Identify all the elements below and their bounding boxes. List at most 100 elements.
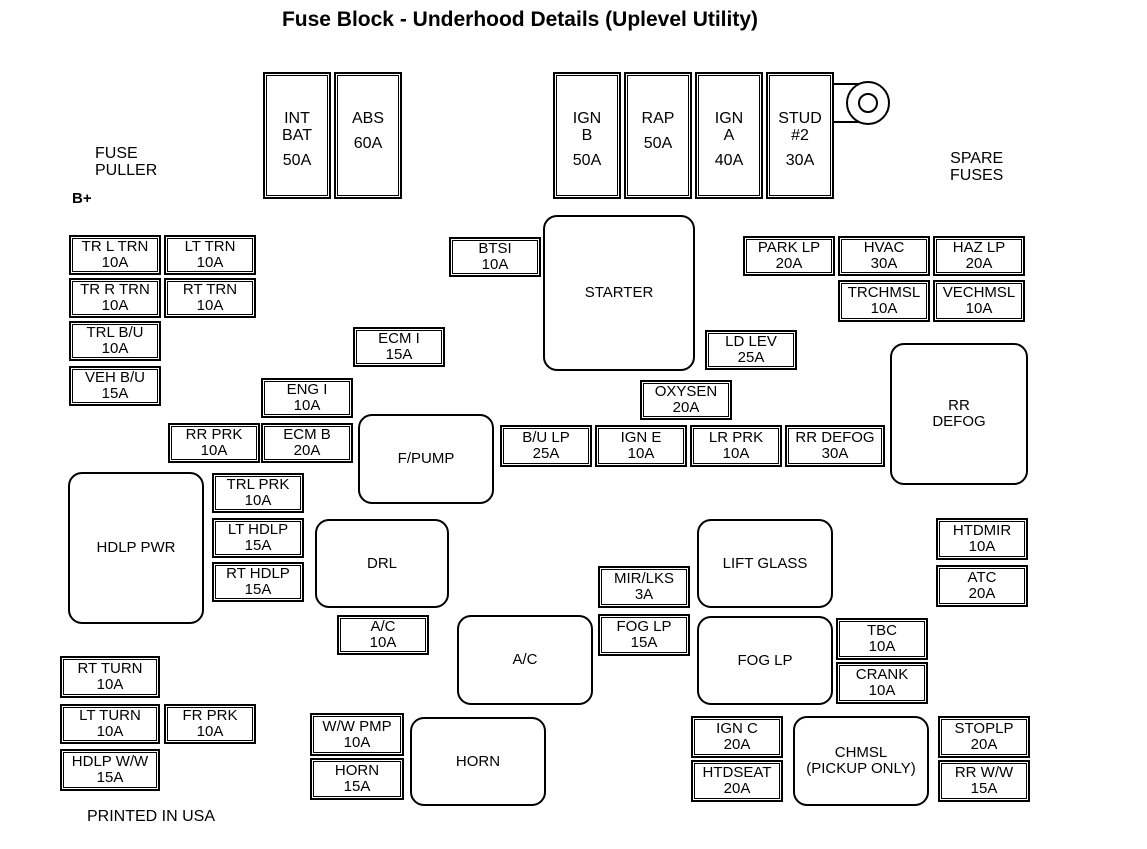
fuse-label: 10A bbox=[196, 723, 224, 740]
fuse-label: 10A bbox=[293, 397, 321, 414]
fuse-label: 15A bbox=[244, 537, 272, 554]
fuse-label: W/W PMP bbox=[322, 717, 392, 735]
fuse-label: 10A bbox=[96, 676, 124, 693]
fuse-label: 10A bbox=[196, 254, 224, 271]
relay-label: FOG LP bbox=[737, 651, 793, 669]
fuse-label: PARK LP bbox=[757, 239, 821, 256]
fuse-label: 10A bbox=[101, 254, 129, 271]
fuse-label: HDLP W/W bbox=[71, 753, 149, 770]
fuse-label: 30A bbox=[821, 445, 849, 462]
fuse-label: 25A bbox=[532, 445, 560, 462]
fuse-label: 10A bbox=[244, 492, 272, 509]
relay-fog-lp: FOG LP bbox=[697, 616, 833, 705]
maxi-fuse-label: 40A bbox=[714, 152, 744, 169]
maxi-fuse-label: 50A bbox=[572, 152, 602, 169]
maxi-fuse-label: RAP bbox=[641, 110, 675, 127]
fuse-label: 20A bbox=[970, 736, 998, 753]
maxi-fuse-label: STUD bbox=[778, 110, 822, 127]
maxi-fuse-label: 60A bbox=[353, 135, 383, 152]
relay-label: (PICKUP ONLY) bbox=[806, 760, 916, 777]
fuse-label: 15A bbox=[244, 581, 272, 598]
fuse-label: 10A bbox=[96, 723, 124, 740]
fuse-label: RR PRK bbox=[185, 426, 243, 443]
fuse-label: 10A bbox=[101, 340, 129, 357]
fuse-label: 15A bbox=[96, 769, 124, 786]
relay-label: STARTER bbox=[584, 284, 654, 301]
fuse-label: 15A bbox=[385, 346, 413, 363]
printed-in-usa-label: PRINTED IN USA bbox=[87, 808, 216, 825]
stud-bracket bbox=[828, 83, 868, 123]
fuse-label: FR PRK bbox=[182, 707, 238, 724]
relay-label: LIFT GLASS bbox=[722, 554, 808, 572]
fuse-label: TRCHMSL bbox=[847, 284, 921, 301]
fuse-label: HAZ LP bbox=[952, 239, 1006, 256]
fuse-label: IGN C bbox=[716, 720, 758, 737]
fuse-label: 20A bbox=[723, 736, 751, 753]
fuse-label: 20A bbox=[723, 780, 751, 797]
fuse-label: RT TURN bbox=[77, 660, 143, 677]
relay-chmsl: CHMSL(PICKUP ONLY) bbox=[793, 716, 929, 806]
fuse-label: HTDMIR bbox=[952, 522, 1012, 539]
fuse-label: 10A bbox=[343, 733, 371, 751]
relay-starter: STARTER bbox=[543, 215, 695, 371]
fuse-label: 15A bbox=[970, 780, 998, 797]
fuse-label: TR R TRN bbox=[80, 281, 150, 298]
fuse-label: 10A bbox=[868, 638, 896, 655]
relay-lift-glass: LIFT GLASS bbox=[697, 519, 833, 608]
fuse-label: 10A bbox=[965, 300, 993, 317]
fuse-label: RT TRN bbox=[182, 281, 238, 298]
fuse-label: 15A bbox=[343, 778, 371, 795]
b-plus-label: B+ bbox=[72, 190, 92, 207]
fuse-label: LT TRN bbox=[184, 238, 236, 255]
fuse-label: 20A bbox=[965, 255, 993, 272]
relay-label: DEFOG bbox=[932, 413, 986, 430]
fuse-label: 10A bbox=[627, 445, 655, 462]
fuse-label: 10A bbox=[968, 538, 996, 555]
fuse-label: 10A bbox=[369, 634, 397, 651]
fuse-puller-label: FUSE PULLER bbox=[95, 145, 158, 179]
fuse-label: LR PRK bbox=[708, 429, 764, 446]
relay-label: HORN bbox=[455, 752, 501, 770]
spare-fuses-label: SPARE FUSES bbox=[950, 150, 1004, 184]
fuse-label: 10A bbox=[196, 297, 224, 314]
relay-label: A/C bbox=[512, 651, 538, 668]
fuse-label: 20A bbox=[775, 255, 803, 272]
fuse-label: 25A bbox=[737, 349, 765, 366]
maxi-fuse-label: A bbox=[723, 127, 735, 144]
fuse-label: HVAC bbox=[863, 239, 905, 256]
maxi-fuse-label: INT bbox=[284, 110, 310, 127]
fuse-label: A/C bbox=[370, 618, 396, 635]
fuse-label: 10A bbox=[868, 682, 896, 699]
relay-label: RR bbox=[948, 397, 970, 414]
fuse-label: 20A bbox=[968, 585, 996, 602]
maxi-fuse-label: B bbox=[581, 127, 593, 144]
fuse-label: CRANK bbox=[855, 666, 909, 683]
fuse-label: VEH B/U bbox=[84, 369, 145, 386]
